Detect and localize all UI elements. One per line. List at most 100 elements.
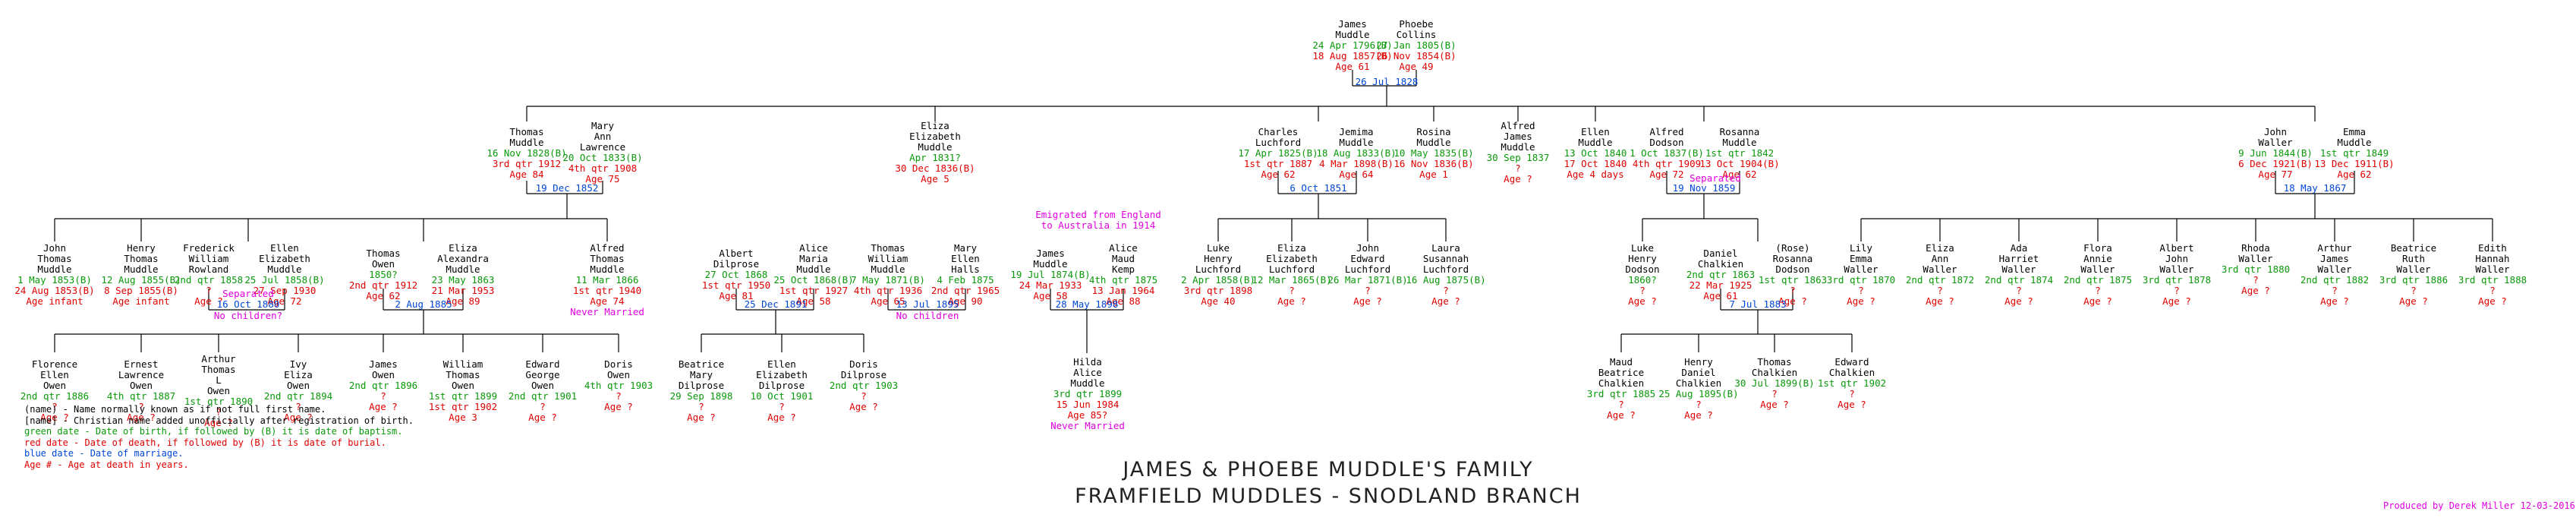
age-at-death: Age 72 bbox=[1649, 169, 1684, 180]
person-name-line: Ann bbox=[594, 131, 612, 142]
person-name-line: George bbox=[525, 369, 560, 380]
death-date: 15 Jun 1984 bbox=[1056, 399, 1120, 410]
person-name-line: Waller bbox=[1844, 264, 1878, 275]
person-name-line: Ellen bbox=[767, 358, 796, 370]
birth-date: 19 Jul 1874(B) bbox=[1010, 269, 1091, 280]
person-name-line: Edward bbox=[1350, 253, 1385, 264]
marriage-date-m-john-emma: 18 May 1867 bbox=[2283, 182, 2347, 194]
annotation-line: No children? bbox=[213, 310, 283, 321]
death-date: 1st qtr 1927 bbox=[779, 285, 849, 296]
birth-date: 16 Aug 1875(B) bbox=[1406, 274, 1486, 286]
death-date: ? bbox=[380, 390, 386, 402]
age-at-death: Age ? bbox=[1847, 295, 1875, 307]
death-date: ? bbox=[2095, 285, 2101, 296]
age-at-death: Age ? bbox=[1628, 295, 1657, 307]
annotation-line: Emigrated from England bbox=[1035, 209, 1161, 220]
person-name-line: Ellen bbox=[270, 242, 299, 254]
death-date: ? bbox=[2411, 285, 2417, 296]
birth-date: 2nd qtr 1894 bbox=[263, 390, 333, 402]
birth-date: 25 Jul 1858(B) bbox=[244, 274, 325, 286]
person-name-line: Edward bbox=[525, 358, 560, 370]
person-name-line: Flora bbox=[2083, 242, 2112, 254]
birth-date: 1st qtr 1863 bbox=[1758, 274, 1828, 286]
person-name-line: Thomas bbox=[366, 248, 401, 259]
birth-date: 1st qtr 1849 bbox=[2319, 147, 2389, 159]
death-date: ? bbox=[1858, 285, 1864, 296]
person-name-line: Owen bbox=[606, 369, 631, 380]
death-date: 21 Mar 1953 bbox=[431, 285, 495, 296]
birth-date: 13 Oct 1840 bbox=[1564, 147, 1627, 159]
birth-date: 25 Aug 1895(B) bbox=[1658, 388, 1739, 399]
person-name-line: Alice bbox=[1073, 367, 1102, 378]
person-name-line: Dodson bbox=[1625, 264, 1660, 275]
death-date: 6 Dec 1921(B) bbox=[2238, 158, 2313, 169]
person-name-line: Lawrence bbox=[118, 369, 165, 380]
death-date: ? bbox=[138, 401, 144, 412]
age-at-death: Age infant bbox=[26, 295, 83, 307]
age-at-death: Age ? bbox=[2241, 285, 2270, 296]
death-date: 13 Oct 1904(B) bbox=[1699, 158, 1780, 169]
age-at-death: Age 40 bbox=[1201, 295, 1236, 307]
age-at-death: Age ? bbox=[687, 412, 716, 423]
person-name-line: Albert bbox=[2159, 242, 2194, 254]
person-name-line: William bbox=[442, 358, 483, 370]
person-name-line: Waller bbox=[1923, 264, 1957, 275]
person-name-line: Muddle bbox=[1416, 137, 1451, 148]
birth-date: 17 Apr 1825(B) bbox=[1238, 147, 1318, 159]
age-at-death: Age 5 bbox=[921, 173, 949, 185]
birth-date: 1 May 1853(B) bbox=[17, 274, 92, 286]
age-at-death: Age ? bbox=[1684, 409, 1713, 421]
birth-date: 3rd qtr 1878 bbox=[2142, 274, 2212, 286]
age-at-death: Age 1 bbox=[1419, 169, 1448, 180]
death-date: ? bbox=[1771, 388, 1778, 399]
person-name-line: Chalkien bbox=[1598, 377, 1645, 389]
age-at-death: Age 74 bbox=[590, 295, 625, 307]
person-name-line: Waller bbox=[2080, 264, 2115, 275]
age-at-death: Age 72 bbox=[267, 295, 302, 307]
person-name-line: Daniel bbox=[1703, 248, 1738, 259]
age-at-death: Age infant bbox=[112, 295, 170, 307]
person-name-line: Muddle bbox=[1722, 137, 1757, 148]
person-name-line: Muddle bbox=[446, 264, 480, 275]
person-name-line: Luke bbox=[1206, 242, 1230, 254]
person-name-line: Alfred bbox=[1501, 120, 1535, 131]
person-name-line: James bbox=[1504, 131, 1532, 142]
person-name-line: Muddle bbox=[1335, 29, 1370, 40]
age-at-death: Age ? bbox=[1838, 399, 1866, 410]
birth-date: 30 Sep 1837 bbox=[1486, 152, 1550, 163]
death-date: ? bbox=[1365, 285, 1371, 296]
birth-date: 2nd qtr 1872 bbox=[1905, 274, 1975, 286]
person-name-line: Rosanna bbox=[1772, 253, 1813, 264]
age-at-death: Age 90 bbox=[948, 295, 983, 307]
person-name-line: Rhoda bbox=[2241, 242, 2270, 254]
birth-date: 1st qtr 1890 bbox=[184, 396, 254, 407]
person-name-line: Ada bbox=[2010, 242, 2028, 254]
person-name-line: Mary bbox=[689, 369, 713, 380]
person-name-line: Eliza bbox=[1926, 242, 1954, 254]
birth-date: 2nd qtr 1875 bbox=[2063, 274, 2133, 286]
age-at-death: Age ? bbox=[1778, 295, 1807, 307]
birth-date: 25 Oct 1868(B) bbox=[773, 274, 854, 286]
birth-date: 12 Aug 1855(B) bbox=[101, 274, 181, 286]
death-date: 1st qtr 1902 bbox=[428, 401, 498, 412]
person-name-line: Ann bbox=[1931, 253, 1949, 264]
person-name-line: Doris bbox=[604, 358, 633, 370]
birth-date: 29 Sep 1898 bbox=[669, 390, 733, 402]
age-at-death: Age ? bbox=[1431, 295, 1460, 307]
death-date: ? bbox=[1289, 285, 1295, 296]
person-name-line: Alfred bbox=[590, 242, 625, 254]
